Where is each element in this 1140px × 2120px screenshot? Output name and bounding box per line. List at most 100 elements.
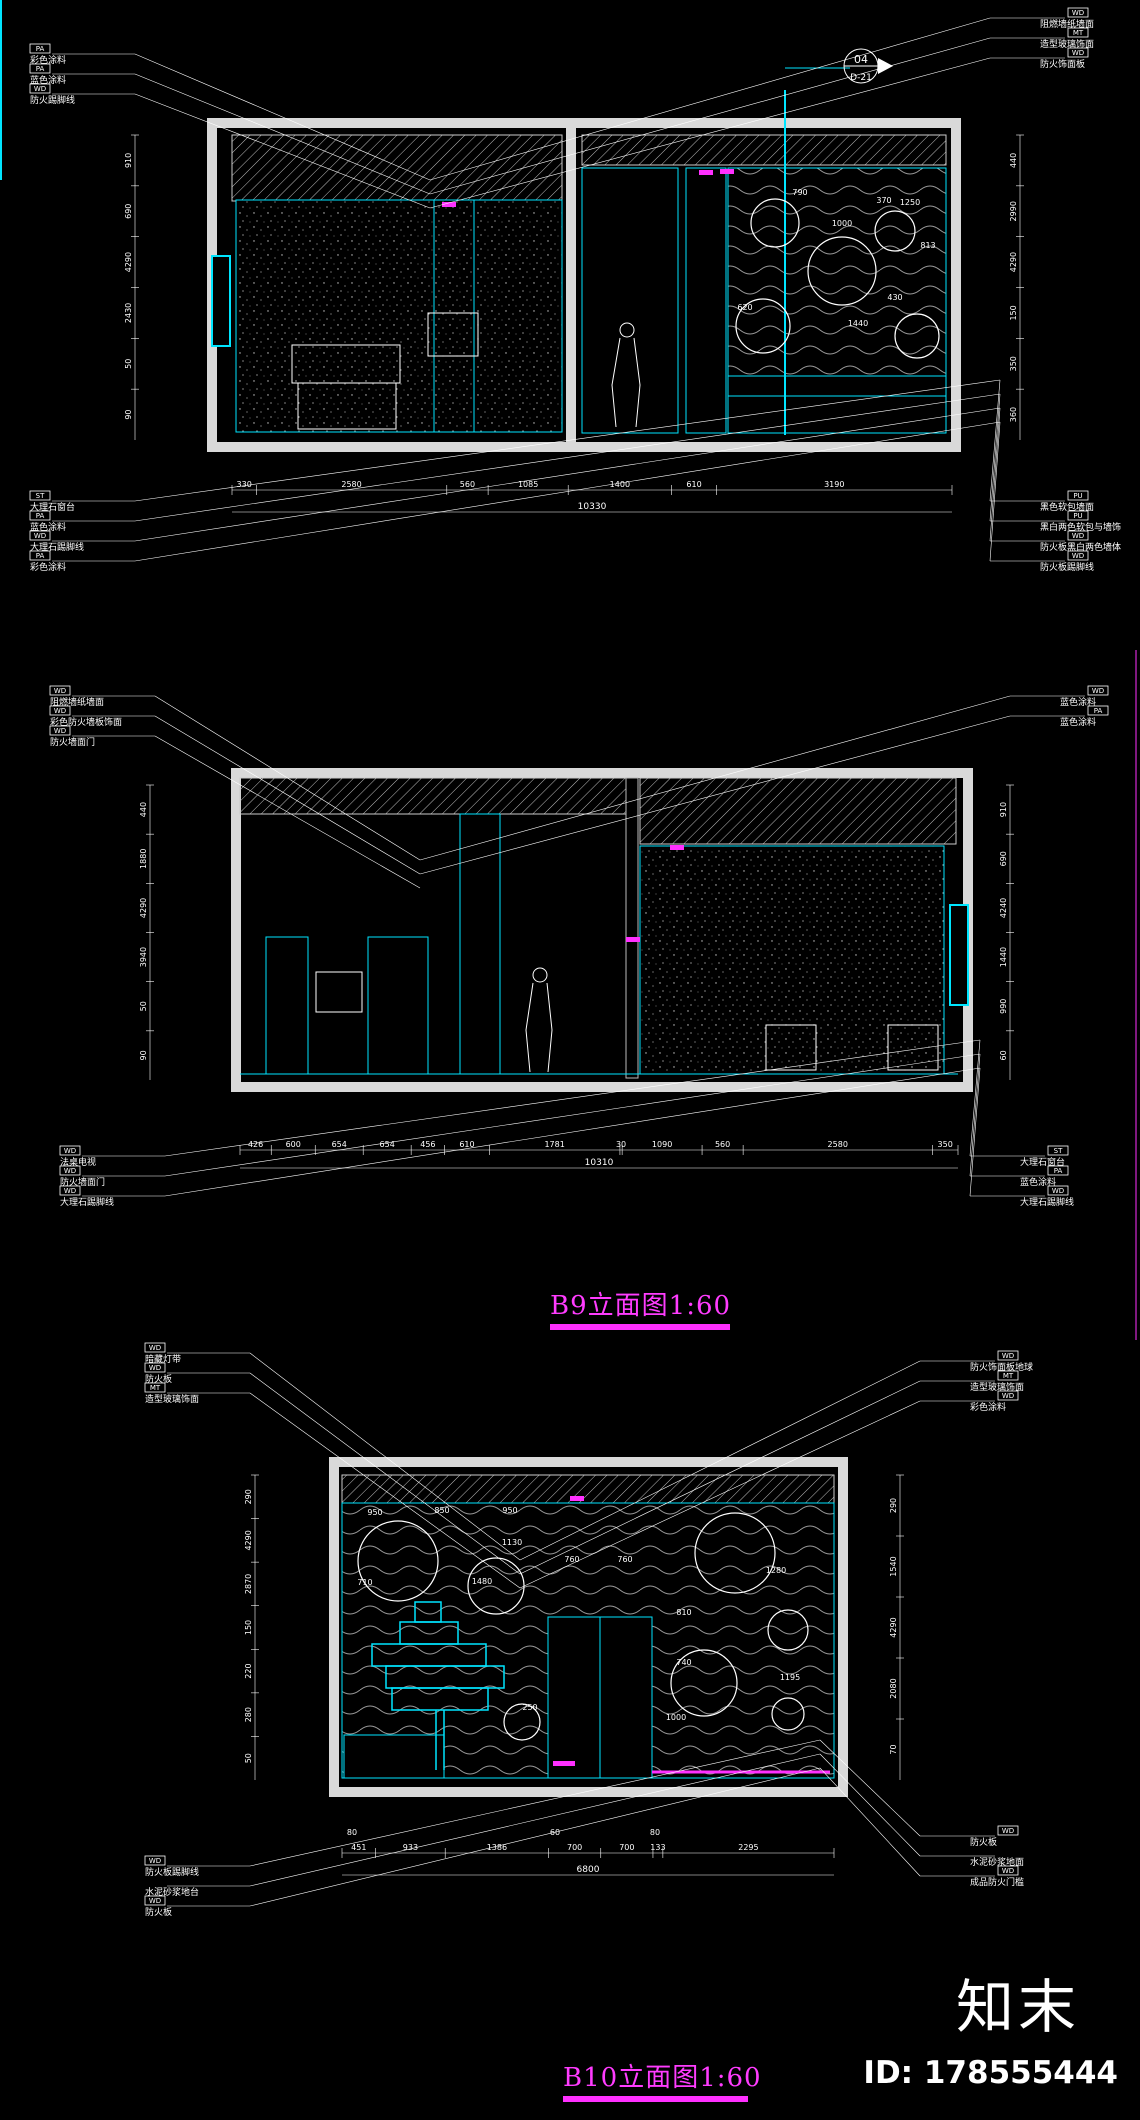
callout-code-box	[49, 725, 71, 736]
callout-code: WD	[1002, 1867, 1014, 1875]
dim-label: 290	[244, 1489, 253, 1504]
callout-text: 防火板踢脚线	[1040, 561, 1094, 573]
dim-label: 456	[420, 1140, 435, 1149]
dim-label: 440	[139, 802, 148, 817]
dim-label: 2580	[341, 480, 361, 489]
callout-code-box	[1067, 27, 1089, 38]
b10-title-underline	[563, 2096, 748, 2102]
dim-label: 4290	[1009, 252, 1018, 272]
circle-dim-label: 810	[676, 1608, 691, 1617]
callout-text: 防火饰面板地球	[970, 1361, 1033, 1373]
callout-code: WD	[64, 1167, 76, 1175]
dim-total: 10310	[585, 1158, 614, 1168]
dim-label: 426	[248, 1140, 263, 1149]
b9-title: B9立面图1:60	[550, 1291, 732, 1321]
callout-text: 防火板黑白两色墙体	[1040, 541, 1121, 553]
b10-title: B10立面图1:60	[563, 2063, 762, 2093]
callout-code: PU	[1073, 492, 1082, 500]
circle-dim-label: 950	[367, 1508, 382, 1517]
callout-code-box	[59, 1165, 81, 1176]
callout-text: 大理石踢脚线	[1020, 1196, 1074, 1208]
callout-code: WD	[64, 1147, 76, 1155]
dim-label: 70	[889, 1744, 898, 1754]
dim-label: 1400	[610, 480, 630, 489]
dim-total: 6800	[577, 1865, 600, 1875]
dim-label: 990	[999, 999, 1008, 1014]
dim-label: 330	[237, 480, 252, 489]
dim-label: 3940	[139, 947, 148, 967]
section-tag-num: 04	[854, 53, 868, 66]
callout-text: 黑色软包墙面	[1040, 501, 1094, 513]
elevation-b10	[329, 1457, 848, 1797]
dim-label: 1090	[652, 1140, 672, 1149]
callout-code: WD	[1002, 1827, 1014, 1835]
callout-text: 防火饰面板	[1040, 58, 1085, 70]
dim-label: 1781	[544, 1140, 564, 1149]
logo-id: ID: 178555444	[863, 2055, 1118, 2091]
callout-text: 蓝色涂料	[1020, 1176, 1056, 1188]
dim-label: 90	[124, 409, 133, 419]
dim-label: 4290	[139, 898, 148, 918]
callout-text: 彩色涂料	[30, 561, 66, 573]
callout-code: WD	[64, 1187, 76, 1195]
callout-code-box	[1067, 530, 1089, 541]
callout-text: 防火板	[145, 1373, 172, 1385]
callout-code: WD	[1002, 1392, 1014, 1400]
callout-code: WD	[1052, 1187, 1064, 1195]
b9-title-underline	[550, 1324, 730, 1330]
callout-code-box	[997, 1370, 1019, 1381]
callout-code-box	[59, 1185, 81, 1196]
callout-text: 成品防火门槛	[970, 1876, 1024, 1888]
callout-code-box	[1067, 550, 1089, 561]
dim-total: 10330	[578, 502, 607, 512]
dim-label: 60	[999, 1050, 1008, 1060]
logo: 知末	[955, 1973, 1080, 2041]
callout-text: 大理石窗台	[1020, 1156, 1065, 1168]
callout-text: 防火板	[970, 1836, 997, 1848]
dim-label: 50	[244, 1753, 253, 1763]
dim-label: 451	[351, 1843, 366, 1852]
callout-text: 大理石窗台	[30, 501, 75, 513]
dim-label: 150	[244, 1620, 253, 1635]
dim-label: 440	[1009, 153, 1018, 168]
circle-dim-label: 1440	[848, 319, 868, 328]
circle-dim-label: 1480	[472, 1577, 492, 1586]
callout-text: 暗藏灯带	[145, 1353, 181, 1365]
callout-code-box	[29, 43, 51, 54]
callout-code: WD	[54, 727, 66, 735]
circle-dim-label: 1250	[900, 198, 920, 207]
dim-label: 910	[124, 153, 133, 168]
callout-text: 防火板	[145, 1906, 172, 1918]
callout-code: PA	[36, 45, 45, 53]
callout-code: WD	[1072, 49, 1084, 57]
callout-code-box	[1047, 1185, 1069, 1196]
callout-code: MT	[1073, 29, 1084, 37]
dim-label: 4290	[889, 1617, 898, 1637]
callout-code-box	[144, 1382, 166, 1393]
callout-code-box	[1067, 490, 1089, 501]
